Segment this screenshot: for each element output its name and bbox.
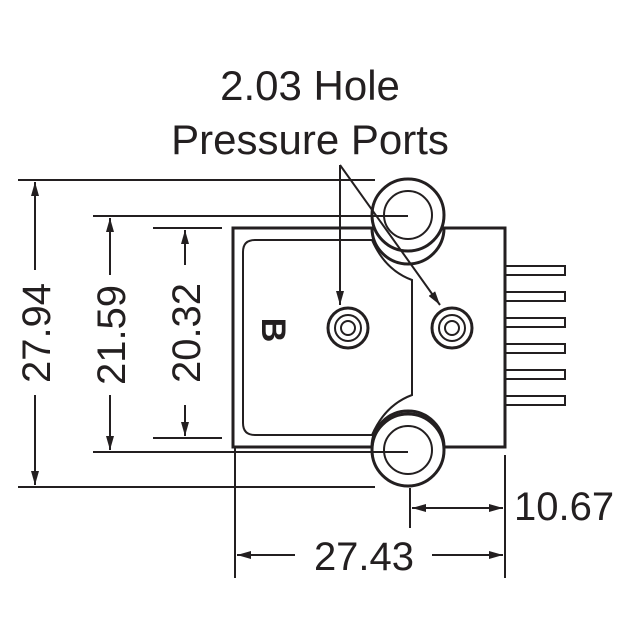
pressure-port-1 (326, 306, 370, 350)
pressure-port-2 (430, 306, 474, 350)
pins (504, 265, 566, 406)
dim-label-21-59: 21.59 (90, 285, 134, 385)
callout-line1: 2.03 Hole (220, 62, 400, 109)
body-marking: B (254, 318, 292, 343)
mounting-hole-bottom (370, 412, 446, 488)
dim-body-width: 27.43 (237, 535, 503, 579)
dim-body-height: 20.32 (165, 230, 209, 436)
dim-port-offset: 10.67 (412, 485, 614, 529)
callout-leaders (336, 164, 441, 306)
extension-lines (18, 179, 506, 578)
dim-label-27-94: 27.94 (15, 283, 59, 383)
dim-label-20-32: 20.32 (165, 283, 209, 383)
callout-line2: Pressure Ports (171, 116, 449, 163)
sensor-body (231, 226, 566, 449)
dim-overall-height: 27.94 (15, 182, 59, 485)
dim-label-27-43: 27.43 (314, 535, 414, 579)
dim-label-10-67: 10.67 (514, 485, 614, 529)
dim-hole-spacing: 21.59 (90, 218, 134, 450)
